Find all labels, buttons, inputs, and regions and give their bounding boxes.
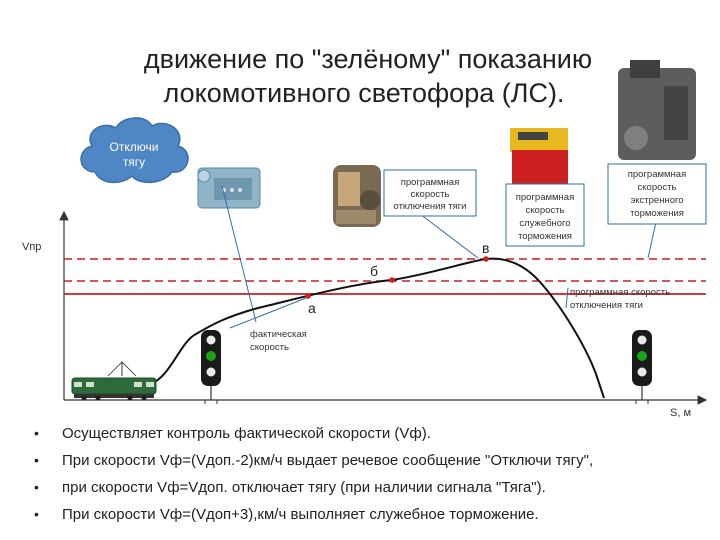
actual-speed-curve [149,257,605,399]
point-v [483,256,489,262]
point-a-label: а [308,300,316,316]
title-line-2: локомотивного светофора (ЛС). [163,78,565,108]
svg-text:торможения: торможения [630,208,684,219]
locomotive-icon [71,361,157,401]
bullet-item: При скорости Vф=(Vдоп.-2)км/ч выдает реч… [34,447,694,474]
warning-cloud: Отключи тягу [80,117,189,184]
callout-actual-speed: фактическая скорость [250,329,307,353]
right-signal-icon [632,330,652,404]
cloud-line-1: Отключи [110,140,159,154]
svg-text:скорость: скорость [250,342,289,353]
left-signal-icon [201,330,221,404]
callout-service-brake: программная скорость служебного торможен… [505,183,585,247]
svg-text:отключения тяги: отключения тяги [570,300,643,311]
svg-text:скорость: скорость [411,189,450,200]
svg-text:торможения: торможения [518,231,572,242]
cloud-line-2: тягу [123,155,145,169]
svg-text:экстренного: экстренного [630,195,683,206]
valve-device-icon [333,165,381,227]
svg-text:программная скорость: программная скорость [570,287,670,298]
svg-text:скорость: скорость [526,205,565,216]
display-leader-line [221,185,257,323]
x-axis-label: S, м [670,407,691,419]
relay-device-icon [510,128,568,186]
point-v-label: в [482,240,489,256]
point-a [305,293,311,299]
bullet-item: При скорости Vф=(Vдоп+3),км/ч выполняет … [34,501,694,528]
svg-text:отключения тяги: отключения тяги [394,201,467,212]
svg-text:фактическая: фактическая [250,329,307,340]
bullet-list: Осуществляет контроль фактической скорос… [34,420,694,528]
svg-text:программная: программная [401,177,459,188]
callout-right-traction-off: программная скорость отключения тяги [570,287,670,311]
title-line-1: движение по "зелёному" показанию [143,44,593,74]
y-axis-label: Vпр [22,241,41,253]
brake-valve-icon [618,60,696,160]
callout-traction-off: программная скорость отключения тяги [383,169,479,259]
point-b-label: б [370,263,378,279]
display-unit-icon [197,167,261,209]
point-b [389,277,395,283]
svg-text:программная: программная [628,169,686,180]
bullet-item: Осуществляет контроль фактической скорос… [34,420,694,447]
bullet-item: при скорости Vф=Vдоп. отключает тягу (пр… [34,474,694,501]
callout-emergency-brake: программная скорость экстренного торможе… [607,163,707,259]
actual-speed-leader-line [229,297,307,329]
svg-text:скорость: скорость [638,182,677,193]
svg-text:программная: программная [516,192,574,203]
svg-text:служебного: служебного [519,218,570,229]
right-callout-leader [565,287,569,309]
